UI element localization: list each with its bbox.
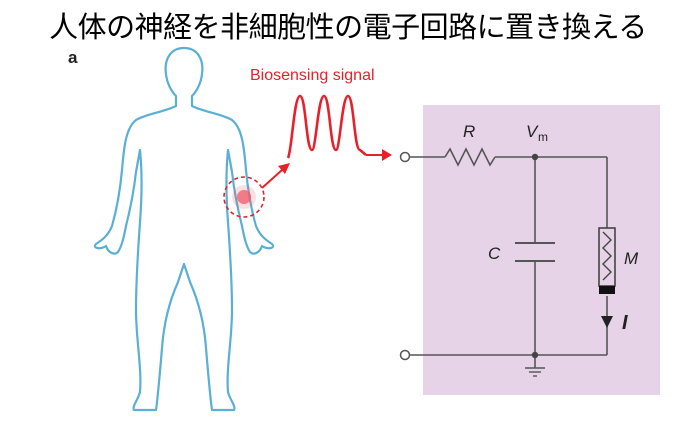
circuit-panel [423,105,660,395]
voltage-label: V [526,122,539,141]
circuit-wires [410,147,608,368]
input-terminal-top [399,151,411,163]
node-vm [531,153,539,161]
signal-label: Biosensing signal [250,67,375,84]
site-arrow-line [261,169,283,189]
signal-arrow-head [382,149,392,161]
voltage-subscript: m [538,130,548,144]
memristor-symbol [598,227,616,294]
current-arrow-icon [601,316,613,328]
current-label: I [622,312,628,334]
resistor-label: R [463,122,475,141]
sensing-site-dot [237,190,251,204]
site-arrow-head [278,163,290,174]
page-title: 人体の神経を非細胞性の電子回路に置き換える [49,10,647,44]
ground-icon [525,367,545,377]
panel-label: a [68,48,78,67]
node-ground [531,351,539,359]
sensing-site-ring [223,176,265,218]
capacitor-label: C [488,244,501,263]
signal-waveform [286,94,367,159]
sensing-site-glow [232,185,256,209]
memristor-label: M [624,249,639,268]
human-body-icon [93,46,275,412]
resistor-symbol [444,147,496,167]
input-terminal-bottom [399,349,411,361]
